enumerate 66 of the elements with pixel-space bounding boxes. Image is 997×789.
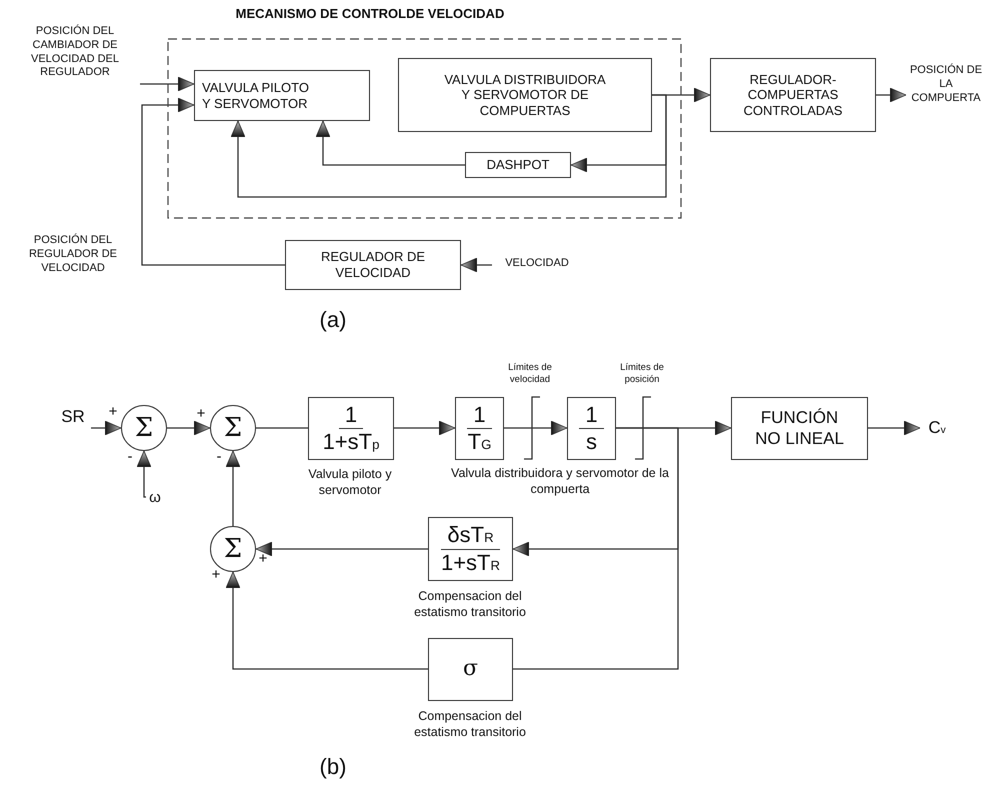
box-label: REGULADOR DE VELOCIDAD	[320, 249, 426, 281]
box-label: FUNCIÓN NO LINEAL	[754, 408, 845, 449]
process-box	[285, 240, 461, 290]
arrow	[91, 420, 122, 436]
block-caption: Compensacion del estatismo transitorio	[413, 708, 527, 740]
process-box	[428, 638, 513, 701]
arrow	[394, 420, 456, 436]
sign-label: +	[258, 550, 268, 569]
box-label: DASHPOT	[486, 157, 550, 173]
sign-label: -	[216, 448, 222, 467]
process-box	[398, 58, 652, 132]
signal-label: ω	[146, 488, 164, 508]
panel-caption: (b)	[318, 753, 348, 780]
numerator: 1	[467, 402, 492, 429]
signal-label: POSICIÓN DE LA COMPUERTA	[906, 64, 986, 114]
connector-line	[256, 427, 308, 429]
box-label: σ	[462, 656, 478, 683]
annotation: Valvula distribuidora y servomotor de la compuerta	[450, 466, 670, 498]
summing-junction	[210, 405, 256, 451]
sign-label: +	[108, 403, 118, 422]
arrow	[256, 542, 428, 556]
arrow	[504, 420, 568, 436]
arrow	[140, 76, 194, 92]
arrow	[226, 572, 428, 670]
box-label: VALVULA PILOTO Y SERVOMOTOR	[201, 80, 310, 112]
box-label: REGULADOR- COMPUERTAS CONTROLADAS	[742, 72, 844, 118]
summing-junction	[210, 526, 256, 572]
signal-label: SR	[55, 406, 91, 428]
sign-label: +	[196, 405, 206, 424]
signal-label: VELOCIDAD	[492, 257, 582, 273]
process-box	[465, 152, 571, 178]
arrow	[868, 420, 920, 436]
dashed-group-frame	[167, 6, 682, 219]
connector-line	[513, 427, 679, 670]
process-box	[731, 397, 868, 460]
numerator: 1	[338, 402, 364, 429]
block-caption: Valvula piloto y servomotor	[307, 466, 393, 498]
annotation: Límites de velocidad	[507, 362, 553, 386]
sigma-symbol: Σ	[134, 413, 154, 443]
process-box	[194, 70, 370, 121]
group-title: MECANISMO DE CONTROLDE VELOCIDAD	[234, 6, 506, 21]
arrow	[230, 94, 667, 198]
transfer-function-box	[455, 397, 504, 460]
transfer-function-box	[428, 517, 513, 581]
annotation: Límites de posición	[619, 362, 665, 386]
sign-label: -	[126, 448, 134, 467]
panel-caption: (a)	[318, 306, 348, 334]
signal-label: POSICIÓN DEL CAMBIADOR DE VELOCIDAD DEL REGULADOR	[10, 25, 140, 97]
transfer-function-box	[567, 397, 616, 460]
arrow	[876, 88, 906, 102]
summing-junction	[121, 405, 167, 451]
numerator: 1	[579, 402, 604, 429]
arrow	[136, 450, 152, 498]
arrow	[316, 120, 465, 166]
arrow	[167, 420, 210, 436]
denominator: s	[585, 429, 598, 454]
arrow	[226, 450, 240, 526]
sigma-symbol: Σ	[224, 413, 242, 443]
transfer-function-box	[308, 397, 394, 460]
sigma-symbol: Σ	[224, 534, 242, 564]
arrow	[460, 258, 492, 272]
arrow	[141, 98, 285, 266]
box-label: VALVULA DISTRIBUIDORA Y SERVOMOTOR DE COMPUERTAS	[444, 72, 606, 118]
block-caption: Compensacion del estatismo transitorio	[413, 588, 527, 620]
sign-label: +	[210, 566, 222, 585]
process-box	[710, 58, 876, 132]
